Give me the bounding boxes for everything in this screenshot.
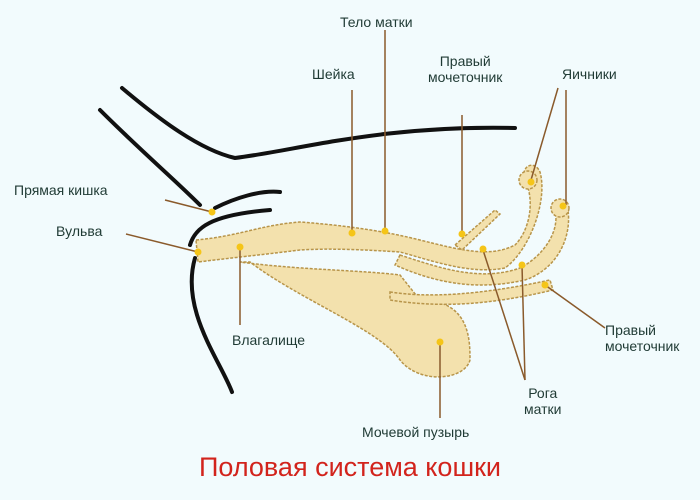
ovary-left: [518, 170, 538, 190]
diagram-title: Половая система кошки: [198, 452, 501, 482]
uterus-left-horn: [195, 164, 543, 271]
label-rectum: Прямая кишка: [14, 182, 108, 198]
marker-dots: [194, 178, 567, 346]
body-outline: [98, 86, 517, 394]
label-vagina: Влагалище: [232, 332, 306, 348]
label-vulva: Вульва: [56, 223, 103, 239]
label-line: Правый: [605, 322, 656, 338]
ureter-upper: [453, 209, 502, 251]
leader-lines: [125, 30, 606, 418]
label-uterus-body: Тело матки: [340, 14, 413, 30]
label-line: Правый: [439, 53, 491, 69]
label-bladder: Мочевой пузырь: [362, 424, 470, 440]
label-line: Рога: [528, 385, 558, 401]
bladder: [239, 261, 471, 378]
label-line: мочеточник: [428, 69, 503, 85]
label-line: матки: [524, 401, 562, 417]
label-line: мочеточник: [605, 338, 680, 354]
label-ovaries: Яичники: [562, 66, 617, 82]
label-cervix: Шейка: [312, 66, 355, 82]
